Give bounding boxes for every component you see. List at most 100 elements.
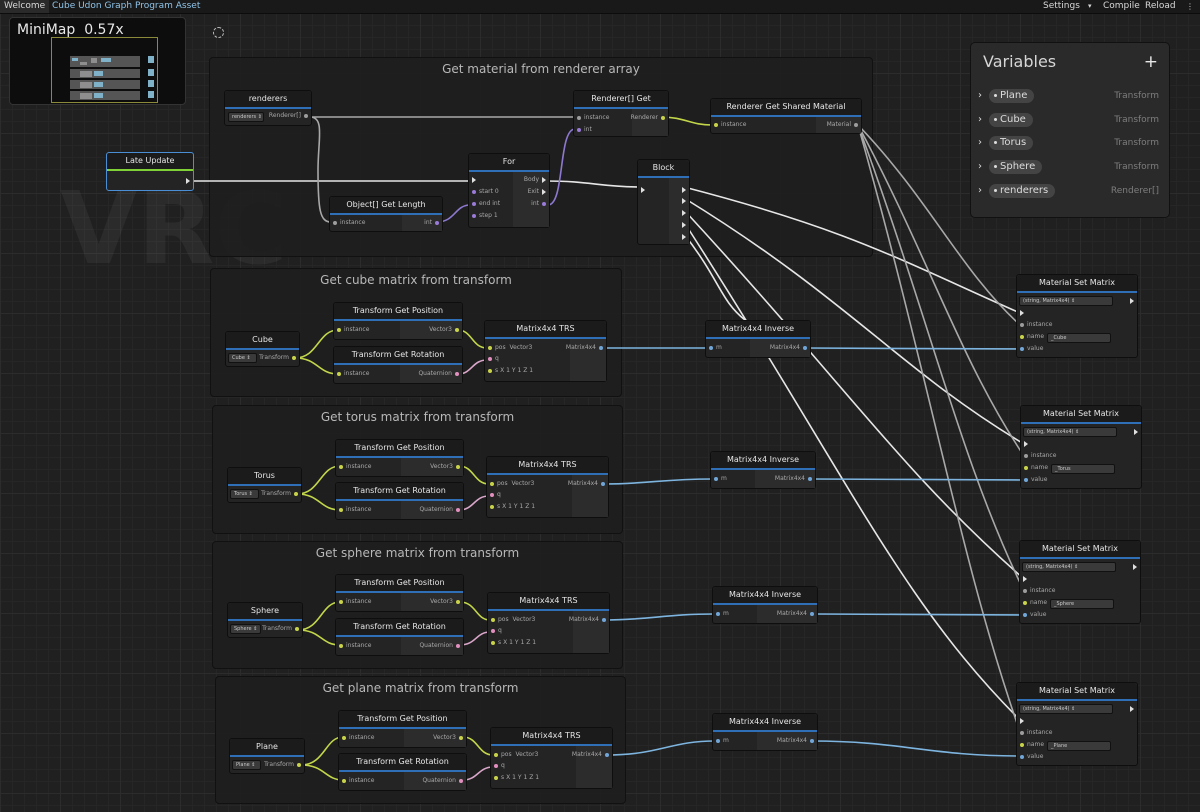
flow-in-pin[interactable]: [1017, 716, 1027, 726]
torus-variable-node[interactable]: Torus Torus ⇕ Transform: [227, 467, 302, 503]
input-pin-q[interactable]: q: [485, 354, 499, 364]
add-variable-button[interactable]: +: [1143, 52, 1158, 72]
variable-item-cube[interactable]: › Cube Transform: [976, 111, 1164, 129]
input-pin-instance[interactable]: instance: [339, 733, 374, 743]
input-pin-instance[interactable]: instance: [336, 597, 371, 607]
renderer-get-shared-material-node[interactable]: Renderer Get Shared Material instance Ma…: [710, 98, 862, 134]
output-pin-transform[interactable]: Transform: [261, 489, 301, 499]
output-pin-matrix[interactable]: Matrix4x4: [569, 615, 609, 625]
transform-get-rotation-node[interactable]: Transform Get Rotation instance Quaterni…: [335, 482, 464, 520]
compile-button[interactable]: Compile: [1103, 1, 1140, 11]
matrix4x4-trs-node[interactable]: Matrix4x4 TRS pos Vector3 q s X 1 Y 1 Z …: [484, 320, 607, 382]
input-pin-s[interactable]: s X 1 Y 1 Z 1: [491, 773, 539, 783]
flow-in-pin[interactable]: [1020, 574, 1030, 584]
input-pin-pos[interactable]: pos Vector3: [488, 615, 535, 625]
variable-select[interactable]: renderers ⇕: [228, 112, 264, 122]
flow-out-pin[interactable]: [1127, 704, 1137, 714]
variable-select[interactable]: Torus ⇕: [230, 489, 259, 499]
output-pin-vector3[interactable]: Vector3: [433, 733, 466, 743]
material-set-matrix-sphere-node[interactable]: Material Set Matrix (string, Matrix4x4) …: [1019, 540, 1141, 624]
transform-get-position-node[interactable]: Transform Get Position instance Vector3: [333, 302, 463, 340]
output-pin-matrix[interactable]: Matrix4x4: [770, 343, 810, 353]
flow-out-exit[interactable]: Exit: [528, 187, 549, 197]
flow-out-3[interactable]: [679, 220, 689, 230]
flow-in-pin[interactable]: [638, 185, 648, 195]
matrix4x4-trs-node[interactable]: Matrix4x4 TRS pos Vector3 q s X 1 Y 1 Z …: [487, 592, 610, 654]
output-pin-vector3[interactable]: Vector3: [430, 597, 463, 607]
input-pin-instance[interactable]: instance: [336, 641, 371, 651]
renderers-variable-node[interactable]: renderers renderers ⇕ Renderer[]: [224, 90, 312, 126]
output-pin-matrix[interactable]: Matrix4x4: [568, 479, 608, 489]
output-pin-transform[interactable]: Transform: [259, 353, 299, 363]
material-set-matrix-cube-node[interactable]: Material Set Matrix (string, Matrix4x4) …: [1016, 274, 1138, 358]
name-value-field[interactable]: _Cube: [1047, 333, 1111, 343]
settings-dropdown-icon[interactable]: ▾: [1088, 2, 1092, 10]
settings-button[interactable]: Settings: [1043, 1, 1080, 11]
matrix4x4-inverse-node[interactable]: Matrix4x4 Inverse m Matrix4x4: [712, 713, 818, 751]
input-pin-s[interactable]: s X 1 Y 1 Z 1: [487, 502, 535, 512]
more-menu-icon[interactable]: ⋮: [1186, 2, 1194, 11]
chevron-right-icon[interactable]: ›: [978, 90, 982, 101]
output-pin-vector3[interactable]: Vector3: [430, 462, 463, 472]
output-pin-int[interactable]: int: [531, 199, 549, 209]
input-pin-name[interactable]: name: [1017, 332, 1044, 342]
variable-name[interactable]: Sphere: [989, 160, 1043, 174]
input-pin-value[interactable]: value: [1017, 344, 1043, 354]
output-pin-matrix[interactable]: Matrix4x4: [777, 609, 817, 619]
output-pin-transform[interactable]: Transform: [264, 760, 304, 770]
input-pin-instance[interactable]: instance: [334, 325, 369, 335]
flow-out-2[interactable]: [679, 208, 689, 218]
material-set-matrix-plane-node[interactable]: Material Set Matrix (string, Matrix4x4) …: [1016, 682, 1138, 766]
overload-select[interactable]: (string, Matrix4x4) ⇕: [1019, 296, 1113, 306]
variable-select[interactable]: Cube ⇕: [228, 353, 257, 363]
chevron-right-icon[interactable]: ›: [978, 114, 982, 125]
flow-in-pin[interactable]: [1021, 439, 1031, 449]
sphere-variable-node[interactable]: Sphere Sphere ⇕ Transform: [227, 602, 303, 638]
input-pin-start[interactable]: start 0: [469, 187, 499, 197]
input-pin-name[interactable]: name: [1017, 740, 1044, 750]
flow-out-pin[interactable]: [1130, 562, 1140, 572]
variable-item-renderers[interactable]: › renderers Renderer[]: [976, 182, 1164, 200]
input-pin-value[interactable]: value: [1021, 475, 1047, 485]
matrix4x4-inverse-node[interactable]: Matrix4x4 Inverse m Matrix4x4: [712, 586, 818, 624]
flow-out-0[interactable]: [679, 185, 689, 195]
input-pin-m[interactable]: m: [711, 474, 727, 484]
input-pin-instance[interactable]: instance: [1021, 451, 1056, 461]
minimap[interactable]: MiniMap 0.57x: [9, 17, 186, 105]
flow-out-pin[interactable]: [1127, 296, 1137, 306]
input-pin-pos[interactable]: pos Vector3: [487, 479, 534, 489]
input-pin-instance[interactable]: instance: [339, 776, 374, 786]
cube-variable-node[interactable]: Cube Cube ⇕ Transform: [225, 331, 300, 367]
chevron-right-icon[interactable]: ›: [978, 137, 982, 148]
flow-in-pin[interactable]: [1017, 308, 1027, 318]
flow-out-pin[interactable]: [183, 176, 193, 186]
input-pin-instance[interactable]: instance: [1017, 728, 1052, 738]
matrix4x4-trs-node[interactable]: Matrix4x4 TRS pos Vector3 q s X 1 Y 1 Z …: [490, 727, 613, 789]
output-pin-matrix[interactable]: Matrix4x4: [775, 474, 815, 484]
variable-name[interactable]: Torus: [989, 136, 1034, 150]
material-set-matrix-torus-node[interactable]: Material Set Matrix (string, Matrix4x4) …: [1020, 405, 1142, 489]
variable-select[interactable]: Plane ⇕: [232, 760, 261, 770]
input-pin-instance[interactable]: instance: [1020, 586, 1055, 596]
variable-select[interactable]: Sphere ⇕: [230, 624, 261, 634]
variable-name[interactable]: renderers: [989, 184, 1056, 198]
matrix4x4-inverse-node[interactable]: Matrix4x4 Inverse m Matrix4x4: [705, 320, 811, 358]
input-pin-index[interactable]: int: [574, 125, 592, 135]
welcome-tab[interactable]: Welcome: [0, 0, 50, 13]
input-pin-instance[interactable]: instance: [330, 218, 365, 228]
flow-out-body[interactable]: Body: [524, 175, 549, 185]
input-pin-q[interactable]: q: [487, 490, 501, 500]
output-pin-quaternion[interactable]: Quaternion: [419, 505, 463, 515]
variable-name[interactable]: Plane: [989, 89, 1035, 103]
input-pin-name[interactable]: name: [1020, 598, 1047, 608]
overload-select[interactable]: (string, Matrix4x4) ⇕: [1019, 704, 1113, 714]
input-pin-value[interactable]: value: [1020, 610, 1046, 620]
input-pin-s[interactable]: s X 1 Y 1 Z 1: [485, 366, 533, 376]
matrix4x4-inverse-node[interactable]: Matrix4x4 Inverse m Matrix4x4: [710, 451, 816, 489]
variable-name[interactable]: Cube: [989, 113, 1033, 127]
input-pin-step[interactable]: step 1: [469, 211, 498, 221]
input-pin-value[interactable]: value: [1017, 752, 1043, 762]
chevron-right-icon[interactable]: ›: [978, 161, 982, 172]
name-value-field[interactable]: _Plane: [1047, 741, 1111, 751]
output-pin-vector3[interactable]: Vector3: [429, 325, 462, 335]
